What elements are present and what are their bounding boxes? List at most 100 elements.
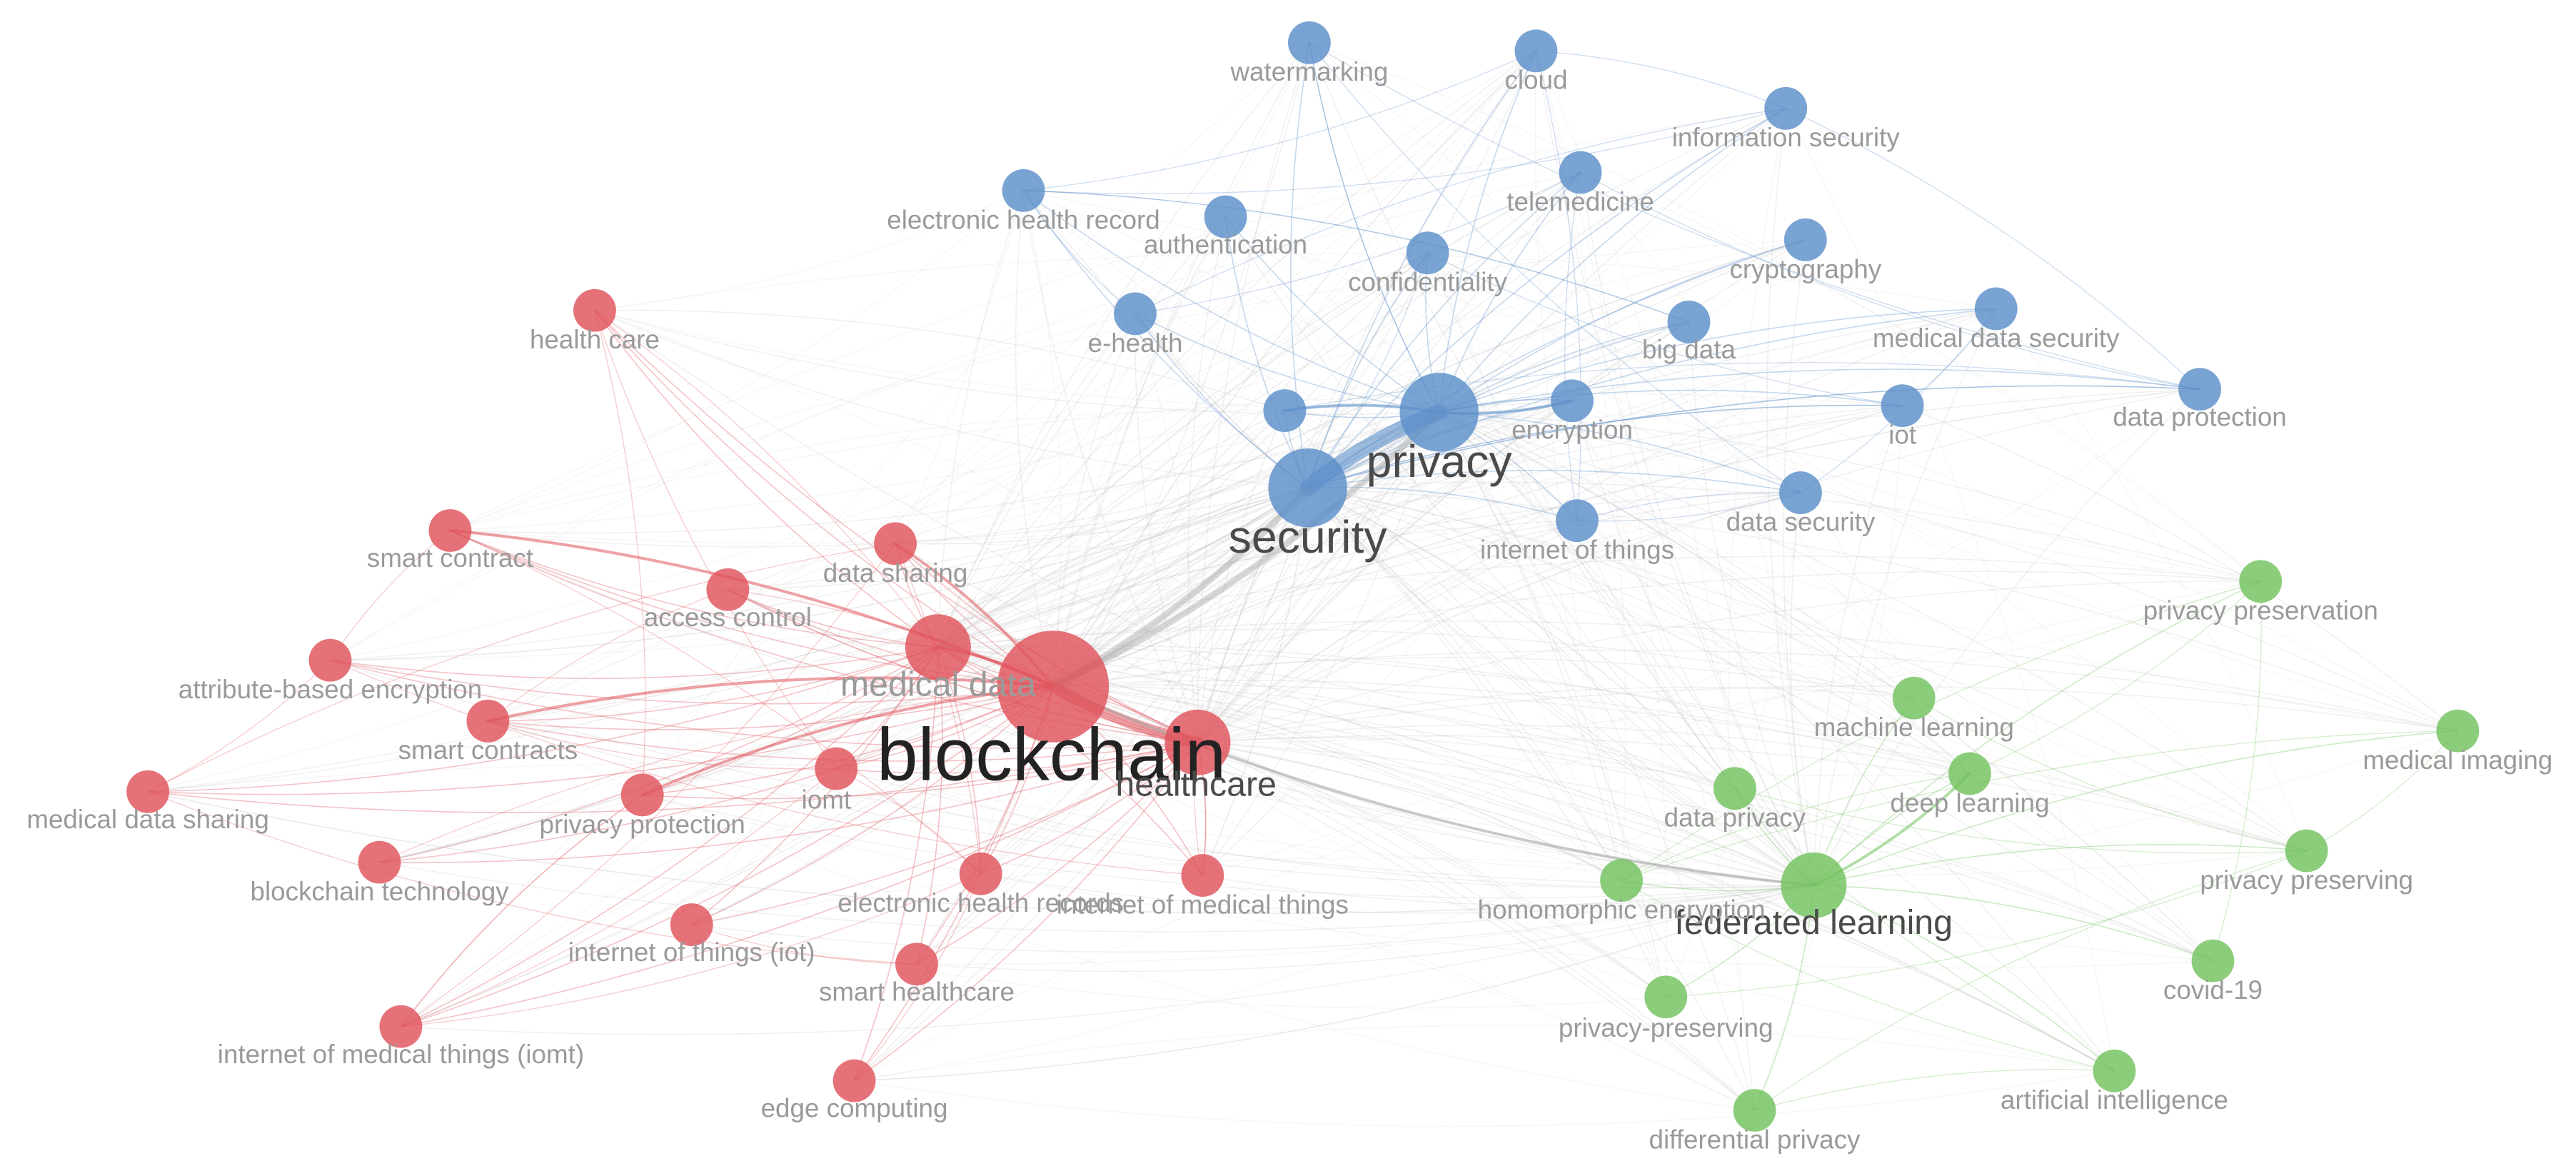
link-line [400,873,982,1027]
link-line [329,660,1203,876]
link-line [1427,252,1622,881]
node-electronic-health-record[interactable] [1002,169,1045,212]
node-label-federated-learning: federated learning [1675,903,1953,942]
link-line [2305,730,2458,852]
node-electronic-health-records[interactable] [959,852,1002,895]
node-data-security[interactable] [1779,471,1822,514]
node-information-security[interactable] [1764,86,1808,130]
link-line [1197,411,1440,743]
node-privacy-preservation[interactable] [2239,560,2283,603]
node-label-big-data: big data [1642,335,1736,364]
node-smart-contract[interactable] [428,509,472,552]
node-deep-learning[interactable] [1948,752,1991,795]
link-line [1309,42,2200,390]
link-line [449,530,1054,688]
link-line [1307,487,1815,886]
link-line [1438,411,1915,699]
node-privacy-preserving-hyphen[interactable] [1644,975,1688,1019]
node-medical-imaging[interactable] [2436,709,2480,753]
node-confidentiality[interactable] [1406,231,1449,275]
node-watermarking[interactable] [1288,21,1331,64]
node-blockchain-technology[interactable] [358,840,401,884]
node-privacy-preserving[interactable] [2285,829,2328,873]
node-attribute-based-encryption[interactable] [308,638,352,682]
link-line [642,42,1310,795]
node-data-sharing[interactable] [874,522,917,566]
node-smart-healthcare[interactable] [895,943,938,986]
node-privacy-protection[interactable] [620,773,664,817]
link-line [937,50,1537,648]
node-medical-data[interactable] [905,614,971,680]
link-line [594,310,939,648]
link-line [1197,581,2261,743]
node-internet-of-things[interactable] [1556,499,1599,543]
node-iot[interactable] [1881,384,1924,428]
node-smart-contracts[interactable] [466,699,510,743]
node-encryption[interactable] [1551,379,1594,423]
link-line [400,543,896,1027]
link-line [916,885,1815,973]
node-authentication[interactable] [1204,195,1247,238]
link-line [691,857,1814,925]
node-data-protection[interactable] [2178,368,2221,411]
link-line [329,171,1581,661]
strong-link-line [486,676,1055,723]
link-line [1022,190,1971,775]
link-line [594,190,1025,311]
link-line [1197,410,1286,743]
node-medical-data-sharing[interactable] [126,770,170,813]
link-line [1052,650,2459,732]
node-internet-of-medical-things[interactable] [1181,854,1224,897]
link-line [147,763,1814,886]
node-homomorphic-encryption[interactable] [1600,859,1644,902]
link-line [1052,685,2214,962]
node-healthcare[interactable] [1164,709,1231,775]
node-health-care[interactable] [573,288,616,332]
node-big-data[interactable] [1667,300,1711,343]
link-line [1197,741,2115,1072]
node-label-deep-learning: deep learning [1890,788,2049,818]
node-label-encryption: encryption [1511,416,1633,445]
link-line [641,646,939,796]
node-blockchain[interactable] [997,630,1110,743]
link-line [1307,487,1971,775]
node-internet-of-things-iot[interactable] [670,903,713,946]
link-line [1052,685,1736,789]
link-line [1813,308,1997,886]
node-unlabeled-blue[interactable] [1263,389,1307,432]
node-access-control[interactable] [706,568,750,611]
link-line [1052,388,2200,688]
node-covid-19[interactable] [2191,939,2235,982]
node-label-data-sharing: data sharing [823,558,968,588]
link-line [895,216,1227,545]
link-line [895,543,982,875]
link-line [1052,685,1815,886]
node-differential-privacy[interactable] [1733,1089,1776,1132]
node-artificial-intelligence[interactable] [2093,1049,2136,1092]
link-line [594,310,837,770]
link-line [1307,487,2459,732]
node-privacy[interactable] [1399,373,1479,452]
link-line [1571,400,1815,886]
node-security[interactable] [1268,448,1347,528]
link-line [1307,487,1915,699]
link-line [1022,190,1440,413]
link-line [329,646,939,679]
node-iomt[interactable] [815,747,858,790]
link-line [1754,405,1903,1111]
link-line [1813,581,2261,886]
node-medical-data-security[interactable] [1974,287,2018,331]
node-e-health[interactable] [1114,292,1157,336]
node-edge-computing[interactable] [832,1059,876,1102]
node-internet-of-medical-things-iomt[interactable] [379,1005,423,1048]
node-data-privacy[interactable] [1713,767,1756,810]
link-line [1307,385,2200,488]
node-federated-learning[interactable] [1781,852,1847,918]
node-cloud[interactable] [1514,29,1558,73]
link-line [1197,741,1756,1111]
node-telemedicine[interactable] [1559,151,1602,194]
node-machine-learning[interactable] [1892,676,1936,720]
node-cryptography[interactable] [1783,218,1827,261]
link-line [1022,190,1971,775]
node-label-authentication: authentication [1144,230,1307,259]
